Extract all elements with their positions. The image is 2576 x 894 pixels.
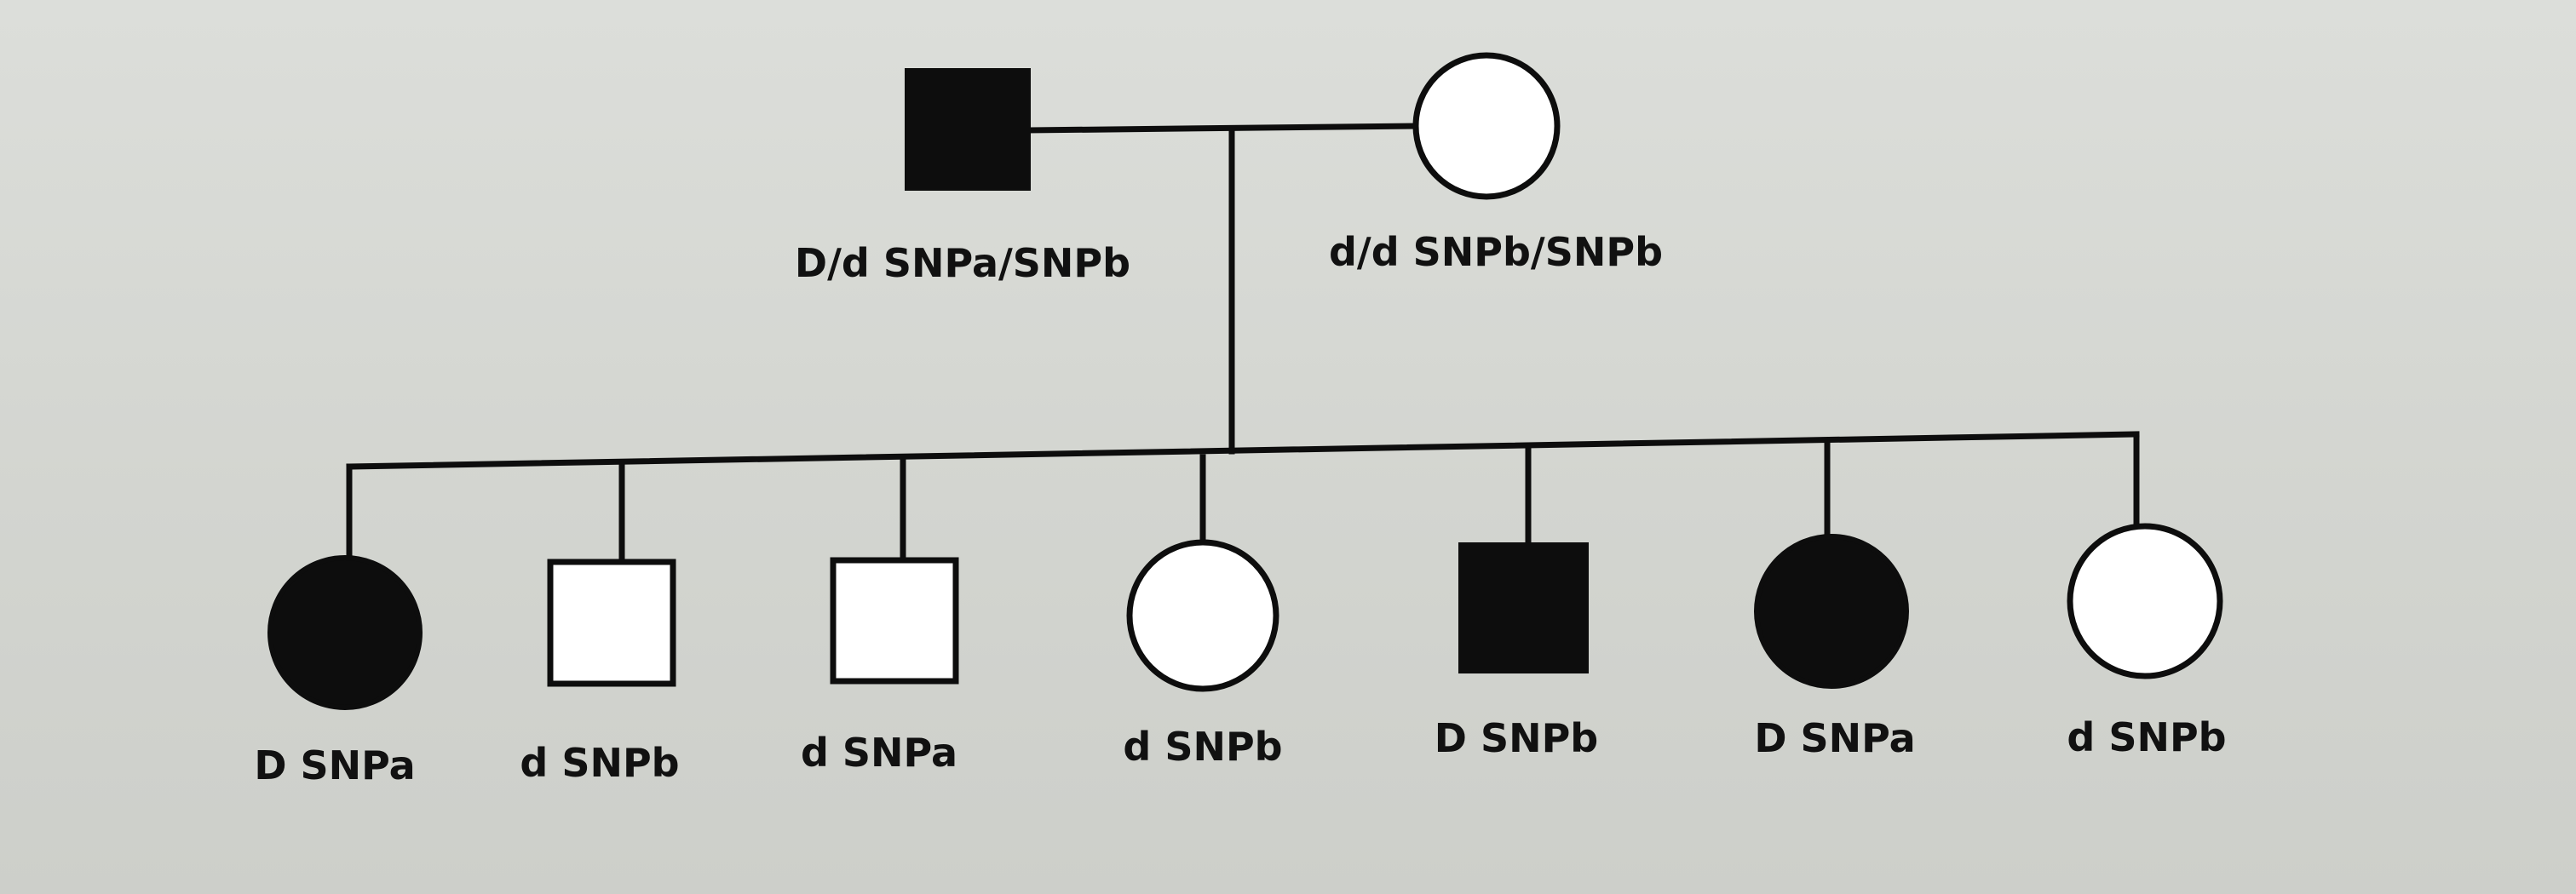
marriage-line	[1026, 123, 1419, 134]
connector-lines	[346, 123, 2140, 565]
parent-father-affected-male	[905, 68, 1031, 191]
child-7-label: d SNPb	[2067, 714, 2226, 760]
parent-mother-label: d/d SNPb/SNPb	[1329, 229, 1663, 275]
parent-mother-unaffected-female	[1412, 52, 1561, 200]
parent-father-label: D/d SNPa/SNPb	[795, 240, 1130, 286]
child-4-label: d SNPb	[1123, 724, 1282, 770]
sibship-line	[346, 431, 2140, 470]
child-4-unaffected-female	[1126, 539, 1279, 692]
child-2-label: d SNPb	[520, 740, 679, 786]
child-1-affected-female	[267, 555, 423, 710]
child-3-unaffected-male	[830, 557, 959, 685]
child-6-label: D SNPa	[1754, 715, 1915, 761]
child-6-affected-female	[1754, 534, 1909, 689]
child-1-label: D SNPa	[254, 742, 415, 788]
child-2-unaffected-male	[547, 559, 676, 687]
child-5-affected-male	[1458, 542, 1589, 673]
child-3-label: d SNPa	[801, 730, 957, 776]
child-7-unaffected-female	[2067, 523, 2223, 679]
child-5-label: D SNPb	[1435, 715, 1598, 761]
